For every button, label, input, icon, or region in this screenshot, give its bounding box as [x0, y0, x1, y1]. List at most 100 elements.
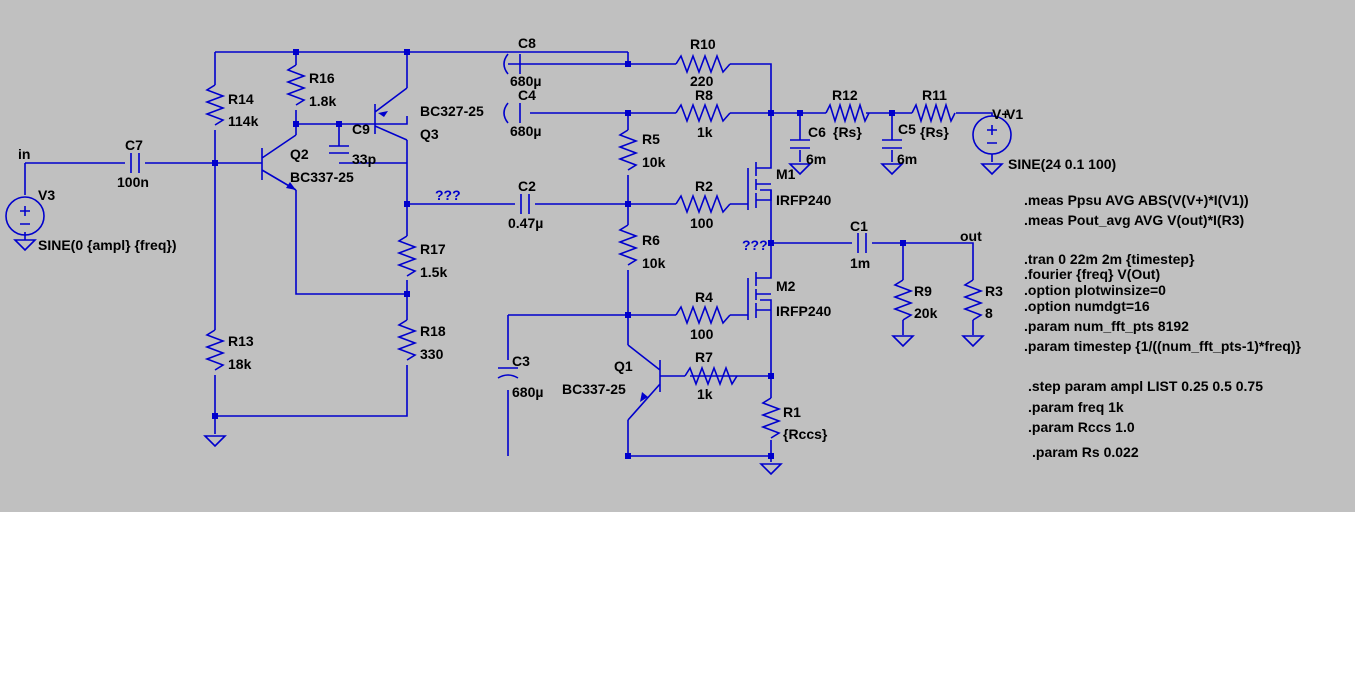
resistor-R4 — [675, 304, 731, 326]
label-R18-value: 330 — [420, 346, 444, 362]
ground-icon — [891, 335, 915, 348]
label-R1-value: {Rccs} — [783, 426, 828, 442]
label-R14-name: R14 — [228, 91, 254, 107]
ground-icon — [13, 239, 37, 252]
resistor-R10 — [675, 53, 731, 75]
label-R7-value: 1k — [697, 386, 713, 402]
label-R16-name: R16 — [309, 70, 335, 86]
directive-param-freq: .param freq 1k — [1028, 399, 1124, 415]
label-R13-name: R13 — [228, 333, 254, 349]
resistor-R9 — [892, 279, 914, 321]
capacitor-C7 — [130, 153, 140, 173]
capacitor-C5 — [882, 139, 902, 149]
resistor-R2 — [675, 193, 731, 215]
resistor-R13 — [204, 329, 226, 371]
directive-fourier: .fourier {freq} V(Out) — [1024, 266, 1160, 282]
label-R10-name: R10 — [690, 36, 716, 52]
resistor-R18 — [396, 319, 418, 361]
capacitor-C2 — [520, 194, 530, 214]
transistors — [261, 87, 772, 421]
label-Q2-value: BC337-25 — [290, 169, 354, 185]
label-R6-name: R6 — [642, 232, 660, 248]
label-M2-value: IRFP240 — [776, 303, 831, 319]
label-R9-name: R9 — [914, 283, 932, 299]
label-R8-name: R8 — [695, 87, 713, 103]
label-C7-value: 100n — [117, 174, 149, 190]
label-Q2-name: Q2 — [290, 146, 309, 162]
ground-icon — [203, 416, 227, 448]
resistor-R8 — [675, 102, 731, 124]
label-C4-name: C4 — [518, 87, 536, 103]
net-label-unknown: ??? — [742, 237, 768, 253]
label-C5-name: C5 — [898, 121, 916, 137]
label-C1-name: C1 — [850, 218, 868, 234]
directive-option-numdgt: .option numdgt=16 — [1024, 298, 1150, 314]
mosfet-M1 — [747, 162, 772, 210]
resistor-R16 — [285, 64, 307, 106]
net-label-unknown: ??? — [435, 187, 461, 203]
label-R5-value: 10k — [642, 154, 666, 170]
label-M1-value: IRFP240 — [776, 192, 831, 208]
capacitor-C1 — [857, 233, 867, 253]
capacitor-C8 — [503, 53, 530, 75]
label-C6-name: C6 — [808, 124, 826, 140]
label-C6-value: 6m — [806, 151, 826, 167]
label-Q3-value: BC327-25 — [420, 103, 484, 119]
label-R1-name: R1 — [783, 404, 801, 420]
directive-meas-ppsu: .meas Ppsu AVG ABS(V(V+)*I(V1)) — [1024, 192, 1249, 208]
capacitors — [130, 53, 902, 379]
resistor-R14 — [204, 84, 226, 126]
wires — [24, 51, 974, 462]
label-R11-name: R11 — [922, 87, 947, 103]
resistor-R11 — [911, 102, 956, 124]
label-C9-name: C9 — [352, 121, 370, 137]
spice-directives: .meas Ppsu AVG ABS(V(V+)*I(V1)) .meas Po… — [1024, 192, 1301, 460]
mosfet-M2 — [747, 272, 771, 320]
resistor-R7 — [684, 365, 738, 387]
label-R16-value: 1.8k — [309, 93, 336, 109]
label-R7-name: R7 — [695, 349, 713, 365]
label-M2-name: M2 — [776, 278, 796, 294]
resistor-R5 — [617, 129, 639, 171]
label-V3-name: V3 — [38, 187, 55, 203]
net-label-vplus: V+ — [992, 106, 1010, 122]
label-C8-value: 680µ — [510, 73, 541, 89]
schematic-canvas[interactable] — [0, 0, 1355, 512]
sources — [5, 112, 1012, 236]
label-R8-value: 1k — [697, 124, 713, 140]
schematic: in out V+ ??? ??? C7 100n V3 SINE(0 {amp… — [5, 35, 1301, 476]
resistor-R6 — [617, 224, 639, 266]
label-C4-value: 680µ — [510, 123, 541, 139]
label-C1-value: 1m — [850, 255, 870, 271]
label-R4-name: R4 — [695, 289, 713, 305]
resistors — [204, 53, 984, 439]
capacitor-C4 — [503, 102, 521, 124]
resistor-R1 — [760, 397, 782, 439]
directive-param-rccs: .param Rccs 1.0 — [1028, 419, 1135, 435]
label-R3-value: 8 — [985, 305, 993, 321]
label-C2-name: C2 — [518, 178, 536, 194]
label-R3-name: R3 — [985, 283, 1003, 299]
label-R2-name: R2 — [695, 178, 713, 194]
label-C7-name: C7 — [125, 137, 143, 153]
ground-icon — [880, 163, 904, 176]
labels: in out V+ ??? ??? C7 100n V3 SINE(0 {amp… — [18, 35, 1116, 442]
label-V3-value: SINE(0 {ampl} {freq}) — [38, 237, 176, 253]
directive-option-plotwinsize: .option plotwinsize=0 — [1024, 282, 1166, 298]
ground-icon — [961, 335, 985, 348]
transistor-Q3 — [374, 87, 408, 141]
label-R10-value: 220 — [690, 73, 714, 89]
capacitor-C9 — [329, 145, 349, 154]
label-Q1-value: BC337-25 — [562, 381, 626, 397]
label-C8-name: C8 — [518, 35, 536, 51]
label-R18-name: R18 — [420, 323, 446, 339]
ground-icon — [788, 163, 812, 176]
resistor-R3 — [962, 279, 984, 321]
directive-step-ampl: .step param ampl LIST 0.25 0.5 0.75 — [1028, 378, 1263, 394]
label-C5-value: 6m — [897, 151, 917, 167]
directive-tran: .tran 0 22m 2m {timestep} — [1024, 251, 1195, 267]
capacitor-C3 — [497, 367, 519, 379]
label-R6-value: 10k — [642, 255, 666, 271]
voltage-source-V3 — [5, 196, 45, 236]
net-label-out: out — [960, 228, 982, 244]
